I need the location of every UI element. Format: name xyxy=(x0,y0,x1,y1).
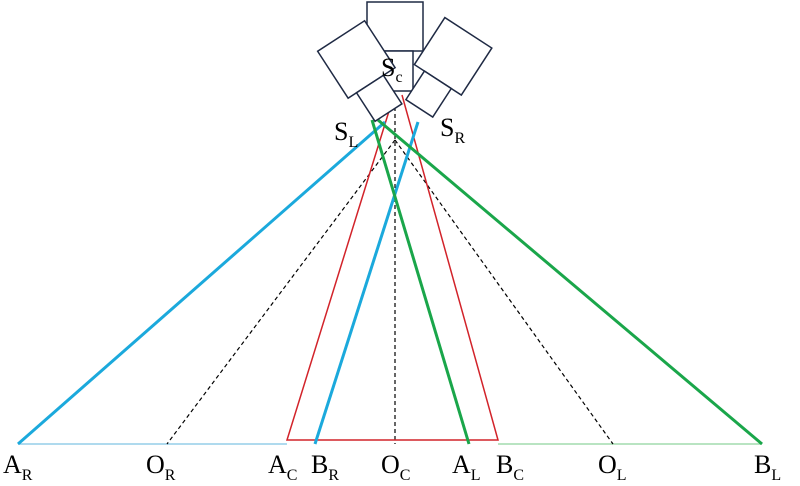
left-camera-lens xyxy=(355,74,403,123)
label-a-r: AR xyxy=(3,450,33,484)
right-camera-axis-dashed xyxy=(166,139,396,445)
right-camera-lens xyxy=(404,70,453,119)
label-b-c: BC xyxy=(496,450,524,484)
right-camera xyxy=(404,16,493,119)
center-fov-red xyxy=(285,94,499,441)
left-fov-green-outer xyxy=(377,118,763,446)
label-s-l: SL xyxy=(334,117,358,151)
label-a-l: AL xyxy=(452,450,481,484)
label-o-r: OR xyxy=(146,450,176,484)
left-camera xyxy=(316,19,403,123)
label-b-r: BR xyxy=(311,450,339,484)
left-camera-axis-dashed xyxy=(394,139,614,445)
label-b-l: BL xyxy=(754,450,781,484)
label-a-c: AC xyxy=(268,450,297,484)
label-s-r: SR xyxy=(440,113,465,147)
label-o-l: OL xyxy=(598,450,627,484)
label-s-c: Sc xyxy=(381,53,403,86)
left-fov-green-inner xyxy=(370,119,471,445)
right-fov-blue-inner xyxy=(313,121,420,445)
label-o-c: OC xyxy=(381,450,410,484)
right-fov-blue-outer xyxy=(17,120,386,446)
